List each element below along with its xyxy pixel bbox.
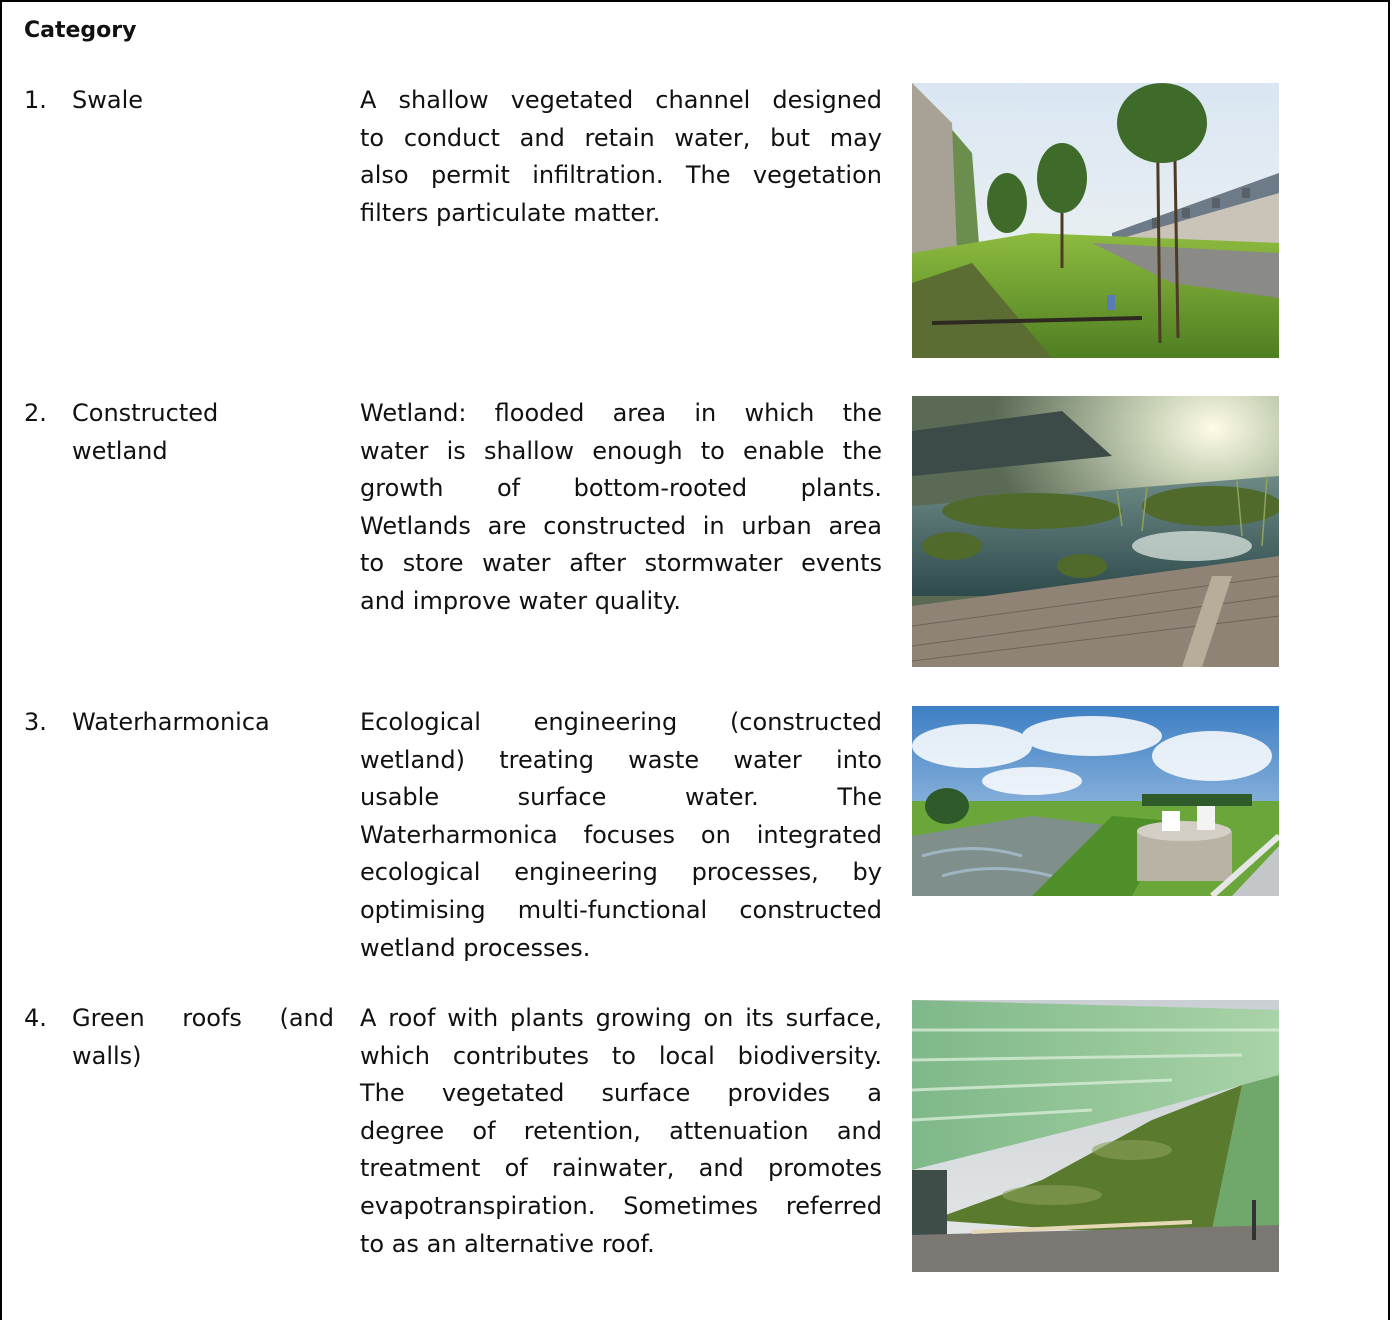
category-name-line: Green roofs (and <box>72 1004 334 1032</box>
waterharmonica-photo <box>912 706 1279 896</box>
swale-photo <box>912 83 1279 358</box>
row-number: 1. <box>24 86 47 114</box>
description-line: usable surface water. The <box>360 783 882 812</box>
category-name: Green roofs (and walls) <box>72 1000 334 1075</box>
description-line: to conduct and retain water, but may <box>360 123 882 152</box>
description-line: A shallow vegetated channel designed <box>360 86 882 114</box>
category-name-line: Constructed <box>72 399 219 427</box>
description-line: The vegetated surface provides a <box>360 1079 882 1108</box>
category-name-line: Swale <box>72 86 144 114</box>
description-line: Ecological engineering (constructed <box>360 708 882 736</box>
row-number: 4. <box>24 1004 47 1032</box>
description-line: optimising multi-functional constructed <box>360 895 882 924</box>
description-line: water is shallow enough to enable the <box>360 436 882 465</box>
description-line: treatment of rainwater, and promotes <box>360 1154 882 1183</box>
description-line: which contributes to local biodiversity. <box>360 1041 882 1070</box>
category-name: Waterharmonica <box>72 704 334 742</box>
description-line: growth of bottom-rooted plants. <box>360 474 882 503</box>
description-line: ecological engineering processes, by <box>360 858 882 887</box>
description-line: to as an alternative roof. <box>360 1229 655 1258</box>
row-number: 2. <box>24 399 47 427</box>
category-description: A roof with plants growing on its surfac… <box>360 1000 882 1263</box>
description-line: wetland processes. <box>360 933 591 962</box>
description-line: and improve water quality. <box>360 586 681 615</box>
description-line: Waterharmonica focuses on integrated <box>360 820 882 849</box>
category-name-line: Waterharmonica <box>72 708 270 736</box>
category-description: A shallow vegetated channel designed to … <box>360 82 882 232</box>
category-description: Wetland: flooded area in which the water… <box>360 395 882 621</box>
description-line: wetland) treating waste water into <box>360 745 882 774</box>
green-roof-photo <box>912 1000 1279 1272</box>
description-line: degree of retention, attenuation and <box>360 1116 882 1145</box>
row-number: 3. <box>24 708 47 736</box>
description-line: A roof with plants growing on its surfac… <box>360 1004 882 1032</box>
category-description: Ecological engineering (constructed wetl… <box>360 704 882 967</box>
category-name-line: walls) <box>72 1041 142 1070</box>
description-line: also permit infiltration. The vegetation <box>360 161 882 190</box>
description-line: evapotranspiration. Sometimes referred <box>360 1191 882 1220</box>
category-name: Swale <box>72 82 334 120</box>
description-line: Wetland: flooded area in which the <box>360 399 882 427</box>
description-line: filters particulate matter. <box>360 198 661 227</box>
description-line: Wetlands are constructed in urban area <box>360 511 882 540</box>
column-header-category: Category <box>24 18 137 43</box>
category-name-line: wetland <box>72 436 168 465</box>
wetland-photo <box>912 396 1279 667</box>
description-line: to store water after stormwater events <box>360 549 882 578</box>
category-name: Constructed wetland <box>72 395 334 470</box>
